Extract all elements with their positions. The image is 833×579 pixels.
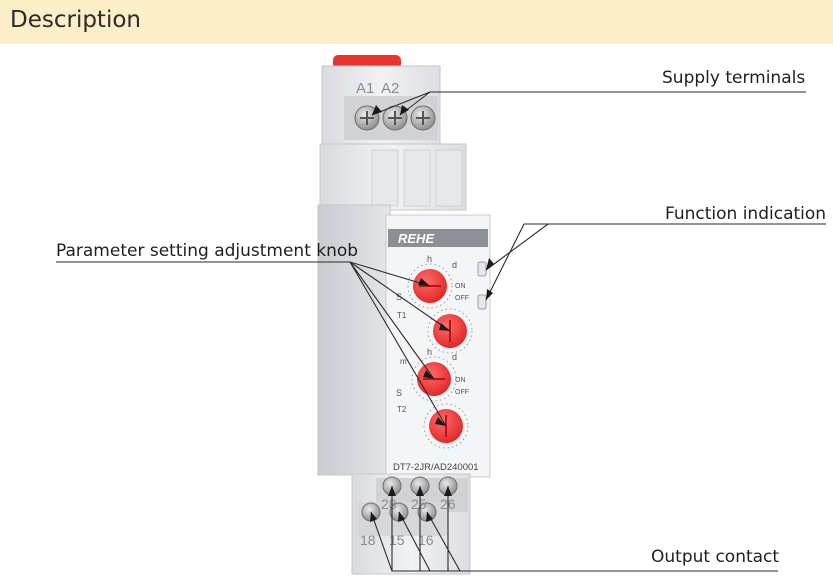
terminal-label-a2: A2	[381, 80, 399, 97]
header-bar: Description	[0, 0, 833, 44]
terminal-label-25: 25	[411, 496, 427, 512]
callout-output-contact: Output contact	[651, 547, 780, 567]
shoulder-rib-3	[435, 149, 463, 207]
terminal-label-18: 18	[360, 532, 376, 548]
knob-label-s1: S	[396, 292, 402, 302]
page-title: Description	[10, 7, 141, 33]
knob-label-off1: OFF	[455, 295, 469, 302]
leader-lines	[56, 91, 826, 572]
top-screws	[354, 105, 436, 131]
terminal-label-a1: A1	[356, 80, 374, 97]
arrowheads	[370, 105, 494, 522]
knob-label-on1: ON	[455, 283, 466, 290]
terminal-label-16: 16	[418, 532, 434, 548]
terminal-label-15: 15	[389, 532, 405, 548]
callout-function-indication: Function indication	[665, 204, 827, 224]
model-label: DT7-2JR/AD240001	[393, 462, 479, 473]
brand-strip	[388, 229, 488, 247]
callout-supply-terminals: Supply terminals	[662, 68, 806, 88]
knob-label-h1: h	[427, 254, 432, 264]
knob-label-h2: h	[427, 347, 432, 357]
brand-label: REHE	[398, 231, 434, 246]
knob-tick-rings	[407, 263, 473, 449]
knob-label-s2: S	[396, 388, 402, 398]
knob-label-t1: T1	[397, 311, 407, 320]
knob-label-off2: OFF	[455, 389, 469, 396]
knob-label-on2: ON	[455, 377, 466, 384]
terminal-label-28: 28	[381, 496, 397, 512]
knob-label-t2: T2	[397, 405, 407, 414]
knob-label-d1: d	[452, 260, 457, 270]
knob-label-m2: m	[400, 357, 407, 366]
knob-label-d2: d	[452, 352, 457, 362]
callout-parameter-knob: Parameter setting adjustment knob	[56, 241, 359, 261]
side-body	[317, 204, 391, 476]
led-indicator-1	[477, 261, 487, 277]
shoulder-rib-1	[371, 149, 399, 207]
shoulder-rib-2	[403, 149, 431, 207]
led-indicator-2	[477, 294, 487, 310]
